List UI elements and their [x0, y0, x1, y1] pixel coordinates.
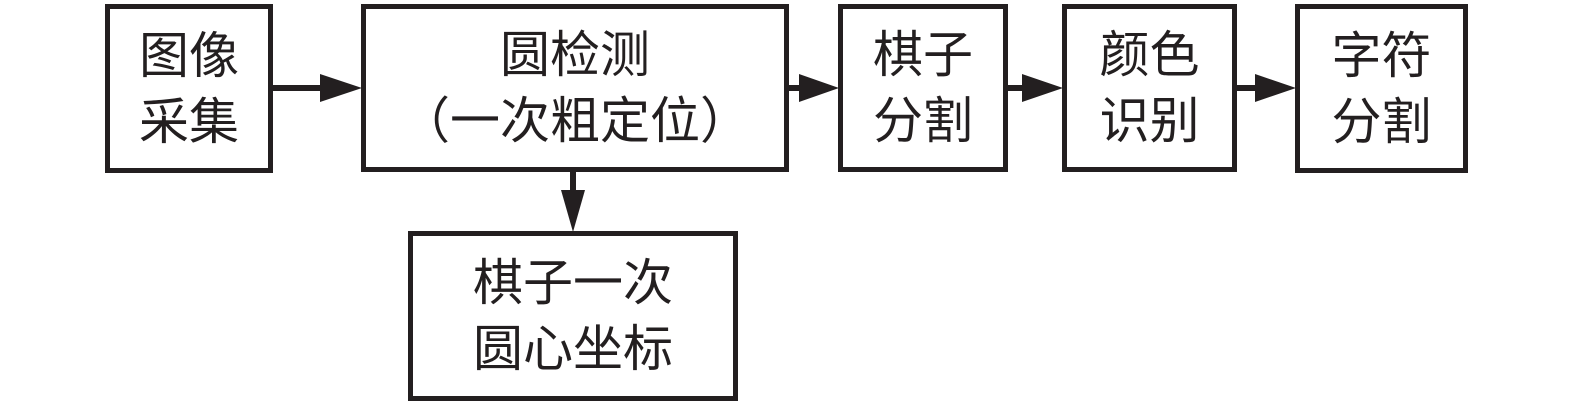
- box-label-line: 字符: [1331, 27, 1432, 84]
- box-label-line: 分割: [873, 93, 973, 149]
- box-label-line: 圆心坐标: [473, 321, 673, 377]
- flow-box-piece-segmentation: 棋子 分割: [838, 4, 1008, 172]
- arrow-circle-detection-to-piece-segmentation: [789, 74, 839, 102]
- flow-box-image-acquisition: 图像 采集: [105, 4, 273, 173]
- box-label-line: 颜色: [1099, 27, 1200, 83]
- flow-box-piece-center-coords: 棋子一次 圆心坐标: [408, 231, 738, 401]
- arrow-circle-detection-to-piece-center-coords: [561, 170, 585, 232]
- flow-box-color-recognition: 颜色 识别: [1062, 4, 1237, 172]
- flow-box-circle-detection: 圆检测 （一次粗定位）: [361, 4, 789, 172]
- arrow-piece-segmentation-to-color-recognition: [1008, 74, 1063, 102]
- arrow-image-acquisition-to-circle-detection: [273, 74, 362, 102]
- box-label-line: 棋子一次: [473, 255, 673, 311]
- box-label-line: 圆检测: [500, 27, 650, 83]
- box-label-line: 棋子: [873, 27, 973, 83]
- flow-box-character-segmentation: 字符 分割: [1295, 4, 1468, 173]
- box-label-line: 采集: [139, 93, 239, 150]
- box-label-line: 分割: [1331, 93, 1432, 150]
- arrow-color-recognition-to-character-segmentation: [1237, 74, 1296, 102]
- box-label-line: 图像: [139, 27, 239, 84]
- box-label-line: 识别: [1099, 93, 1200, 149]
- box-label-line: （一次粗定位）: [400, 93, 750, 149]
